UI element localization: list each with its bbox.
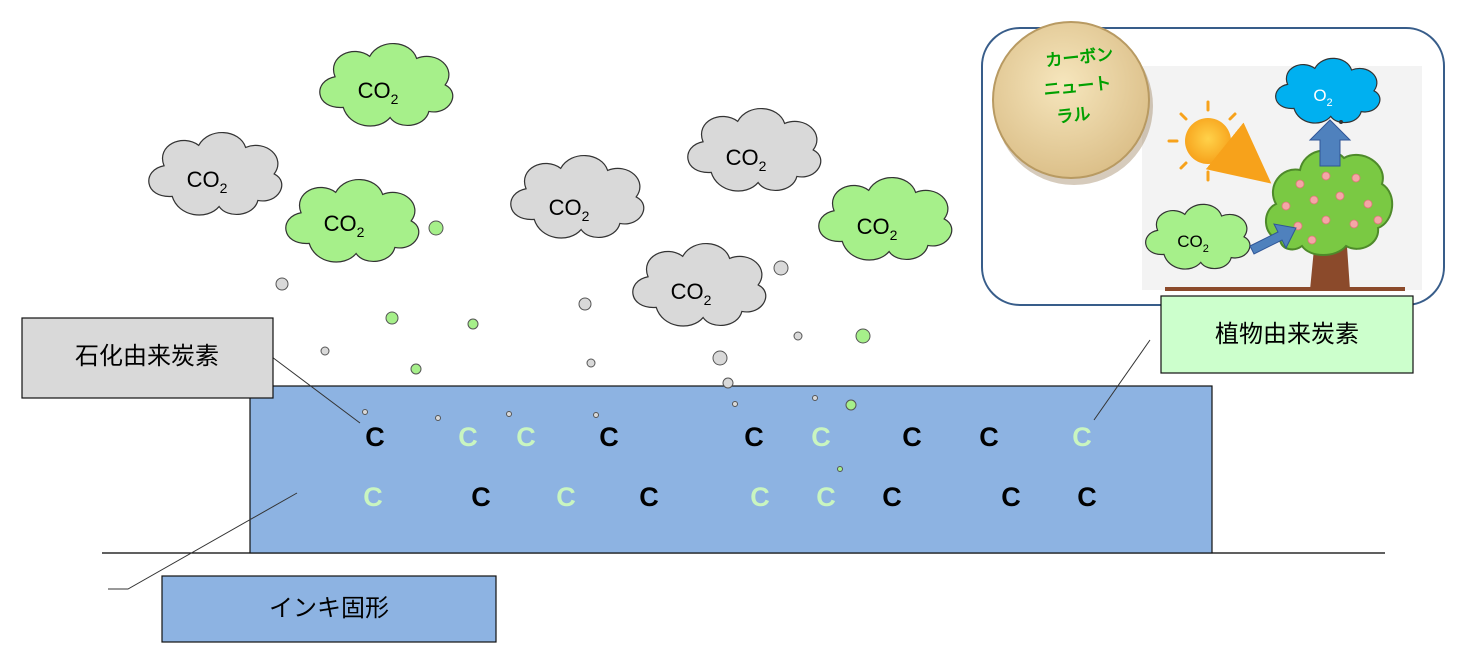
co2-label: CO2: [726, 145, 767, 174]
fossil-carbon-atom: C: [744, 422, 764, 452]
svg-text:インキ固形: インキ固形: [269, 595, 389, 622]
tree-to-o2-arrow: [1308, 119, 1352, 167]
fossil-carbon-atom: C: [1001, 482, 1021, 512]
fossil-carbon-atom: C: [471, 482, 491, 512]
plant-carbon-atom: C: [363, 482, 383, 512]
o2-label: O2: [1313, 86, 1332, 109]
ink-solid-block: [249, 385, 1213, 554]
fossil-carbon-atom: C: [902, 422, 922, 452]
fossil-carbon-label: 石化由来炭素: [21, 317, 274, 399]
co2-label-small: CO2: [1177, 232, 1209, 255]
plant-carbon-atom: C: [750, 482, 770, 512]
plant-carbon-atom: C: [811, 422, 831, 452]
fossil-carbon-atom: C: [599, 422, 619, 452]
plant-carbon-atom: C: [516, 422, 536, 452]
fossil-carbon-atom: C: [882, 482, 902, 512]
co2-to-tree-arrow: [1249, 223, 1297, 255]
svg-text:植物由来炭素: 植物由来炭素: [1215, 321, 1359, 348]
plant-carbon-atom: C: [816, 482, 836, 512]
fossil-carbon-atom: C: [365, 422, 385, 452]
co2-label: CO2: [358, 78, 399, 107]
carbon-neutral-badge: カーボン ニュート ラル: [992, 21, 1153, 185]
fossil-carbon-atom: C: [1077, 482, 1097, 512]
plant-callout-line: [1093, 339, 1151, 421]
fossil-carbon-atom: C: [979, 422, 999, 452]
co2-label: CO2: [857, 214, 898, 243]
tree-icon: [1165, 149, 1405, 291]
fossil-callout-line: [271, 356, 361, 424]
plant-carbon-label: 植物由来炭素: [1160, 295, 1414, 374]
ink-callout-line: [108, 492, 298, 590]
ink-solid-label: インキ固形: [161, 575, 497, 643]
plant-carbon-atom: C: [1072, 422, 1092, 452]
badge-text-line3: ラル: [1056, 104, 1092, 126]
co2-label: CO2: [187, 167, 228, 196]
co2-label: CO2: [324, 211, 365, 240]
co2-label: CO2: [549, 195, 590, 224]
plant-carbon-atom: C: [556, 482, 576, 512]
co2-label: CO2: [671, 279, 712, 308]
sunlight-arrow: [1205, 122, 1272, 184]
svg-text:石化由来炭素: 石化由来炭素: [75, 343, 219, 370]
plant-carbon-atom: C: [458, 422, 478, 452]
fossil-carbon-atom: C: [639, 482, 659, 512]
